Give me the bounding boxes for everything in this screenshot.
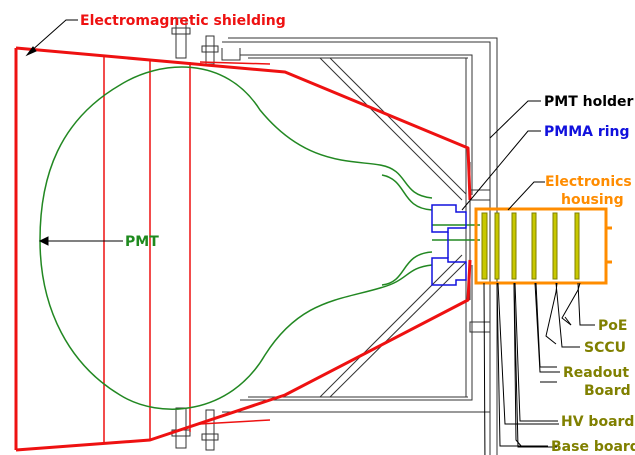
label-poe: PoE xyxy=(598,318,627,334)
sccu-board-shape xyxy=(531,212,537,280)
electronics-housing xyxy=(474,207,612,285)
pmt-holder xyxy=(171,17,498,455)
poe-board-shape xyxy=(552,212,558,280)
readout-board-shape xyxy=(511,212,517,280)
label-electromagnetic-shielding: Electromagnetic shielding xyxy=(80,13,286,29)
electromagnetic-shielding xyxy=(14,46,472,452)
bottom-leaders xyxy=(496,282,595,447)
electronics-boards xyxy=(481,212,580,280)
poe-board-shape-2 xyxy=(574,212,580,280)
label-hv-board: HV board xyxy=(561,414,634,430)
label-electronics-housing-1: Electronics xyxy=(545,174,632,190)
label-base-board: Base board xyxy=(551,439,635,455)
leader-lines xyxy=(25,19,581,455)
pmt-bulb xyxy=(39,66,480,410)
label-pmma-ring: PMMA ring xyxy=(544,124,630,140)
label-readout-2: Board xyxy=(584,383,631,399)
base-board-shape xyxy=(481,212,488,280)
pmma-ring xyxy=(431,204,467,286)
label-pmt-holder: PMT holder xyxy=(544,94,634,110)
label-sccu: SCCU xyxy=(584,340,626,356)
hv-board-shape xyxy=(494,212,500,280)
label-electronics-housing-2: housing xyxy=(561,192,624,208)
label-pmt: PMT xyxy=(125,234,159,250)
label-readout-1: Readout xyxy=(563,365,629,381)
